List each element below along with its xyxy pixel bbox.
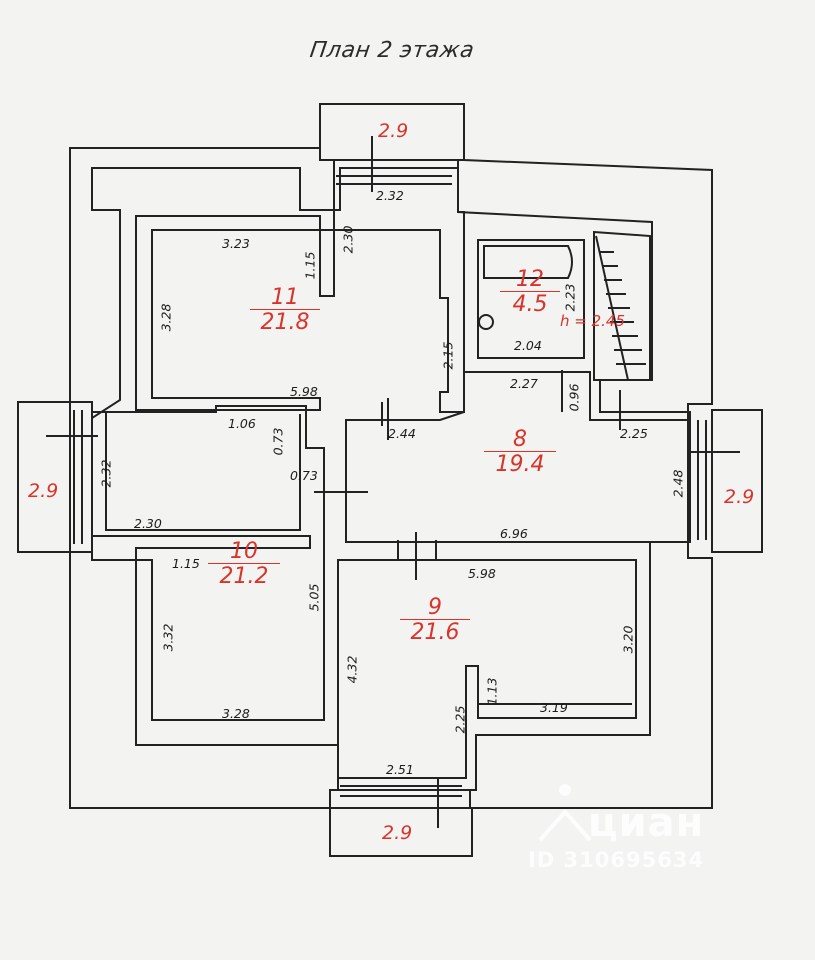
- dimension-label: 2.48: [670, 469, 686, 498]
- room-12-area: 4.5: [500, 291, 560, 316]
- balcony-right: [711, 409, 763, 553]
- balcony-right-label: 2.9: [724, 486, 755, 508]
- dimension-label: 2.25: [620, 426, 648, 441]
- room-8-label: 8 19.4: [484, 428, 556, 476]
- balcony-left-label: 2.9: [28, 480, 59, 502]
- room-10-inner: [105, 412, 301, 531]
- ceiling-height-note: h = 2.45: [560, 312, 626, 330]
- room-9-wall: [337, 559, 637, 779]
- dimension-label: 2.04: [514, 338, 542, 353]
- room-9-label: 9 21.6: [400, 596, 470, 644]
- dimension-label: 1.13: [484, 677, 500, 706]
- room-12-label: 12 4.5: [500, 268, 560, 316]
- dimension-label: 2.25: [452, 705, 468, 734]
- dimension-label: 0.96: [566, 383, 582, 412]
- dimension-label: 3.28: [222, 706, 250, 721]
- stair-steps: [595, 235, 646, 381]
- dimension-label: 0.73: [290, 468, 318, 483]
- room-10-area: 21.2: [208, 563, 280, 588]
- room-10-label: 10 21.2: [208, 540, 280, 588]
- room-8-wall: [345, 371, 689, 543]
- bathroom-12-wall: [477, 239, 585, 359]
- dimension-label: 3.23: [222, 236, 250, 251]
- listing-id-text: ID 310695634: [528, 848, 705, 872]
- cian-brand-text: циан: [588, 800, 705, 846]
- balcony-bottom: [329, 807, 473, 857]
- dimension-label: 0.73: [270, 427, 286, 456]
- balcony-top-label: 2.9: [378, 120, 409, 142]
- room-11-number: 11: [271, 285, 299, 310]
- room-11-wall: [135, 159, 465, 413]
- dimension-label: 2.23: [562, 283, 578, 312]
- dimension-label: 6.96: [500, 526, 528, 541]
- bathtub: [483, 245, 573, 279]
- room-11-label: 11 21.8: [250, 286, 320, 334]
- dimension-label: 3.32: [160, 623, 176, 652]
- room-8-number: 8: [513, 427, 527, 452]
- dimension-label: 2.32: [98, 459, 114, 488]
- dimension-label: 3.19: [540, 700, 568, 715]
- dimension-label: 1.15: [172, 556, 200, 571]
- dimension-label: 3.28: [158, 303, 174, 332]
- room-8-area: 19.4: [484, 451, 556, 476]
- dimension-label: 5.98: [290, 384, 318, 399]
- balcony-bottom-label: 2.9: [382, 822, 413, 844]
- room-9-number: 9: [428, 595, 442, 620]
- dimension-label: 1.15: [302, 251, 318, 280]
- dimension-label: 5.05: [306, 583, 322, 612]
- dimension-label: 4.32: [344, 655, 360, 684]
- dimension-label: 5.98: [468, 566, 496, 581]
- cian-watermark: циан ID 310695634: [528, 800, 704, 872]
- dimension-label: 2.30: [134, 516, 162, 531]
- room-12-number: 12: [516, 267, 544, 292]
- room-9-area: 21.6: [400, 619, 470, 644]
- cian-logo-icon: [538, 784, 592, 842]
- dimension-label: 2.51: [386, 762, 414, 777]
- plan-title: План 2 этажа: [308, 38, 476, 63]
- dimension-label: 3.20: [620, 625, 636, 654]
- inner-wall: [91, 167, 691, 791]
- room-10-number: 10: [230, 539, 258, 564]
- staircase-outline: [593, 230, 651, 381]
- outer-wall: [69, 103, 713, 809]
- dimension-label: 2.44: [388, 426, 416, 441]
- room-11-area: 21.8: [250, 309, 320, 334]
- toilet: [478, 314, 494, 330]
- dimension-label: 2.15: [440, 341, 456, 370]
- dimension-label: 2.32: [376, 188, 404, 203]
- dimension-label: 2.27: [510, 376, 538, 391]
- balcony-left: [17, 401, 93, 553]
- dimension-label: 2.30: [340, 225, 356, 254]
- room-10-wall: [92, 405, 325, 721]
- dimension-label: 1.06: [228, 416, 256, 431]
